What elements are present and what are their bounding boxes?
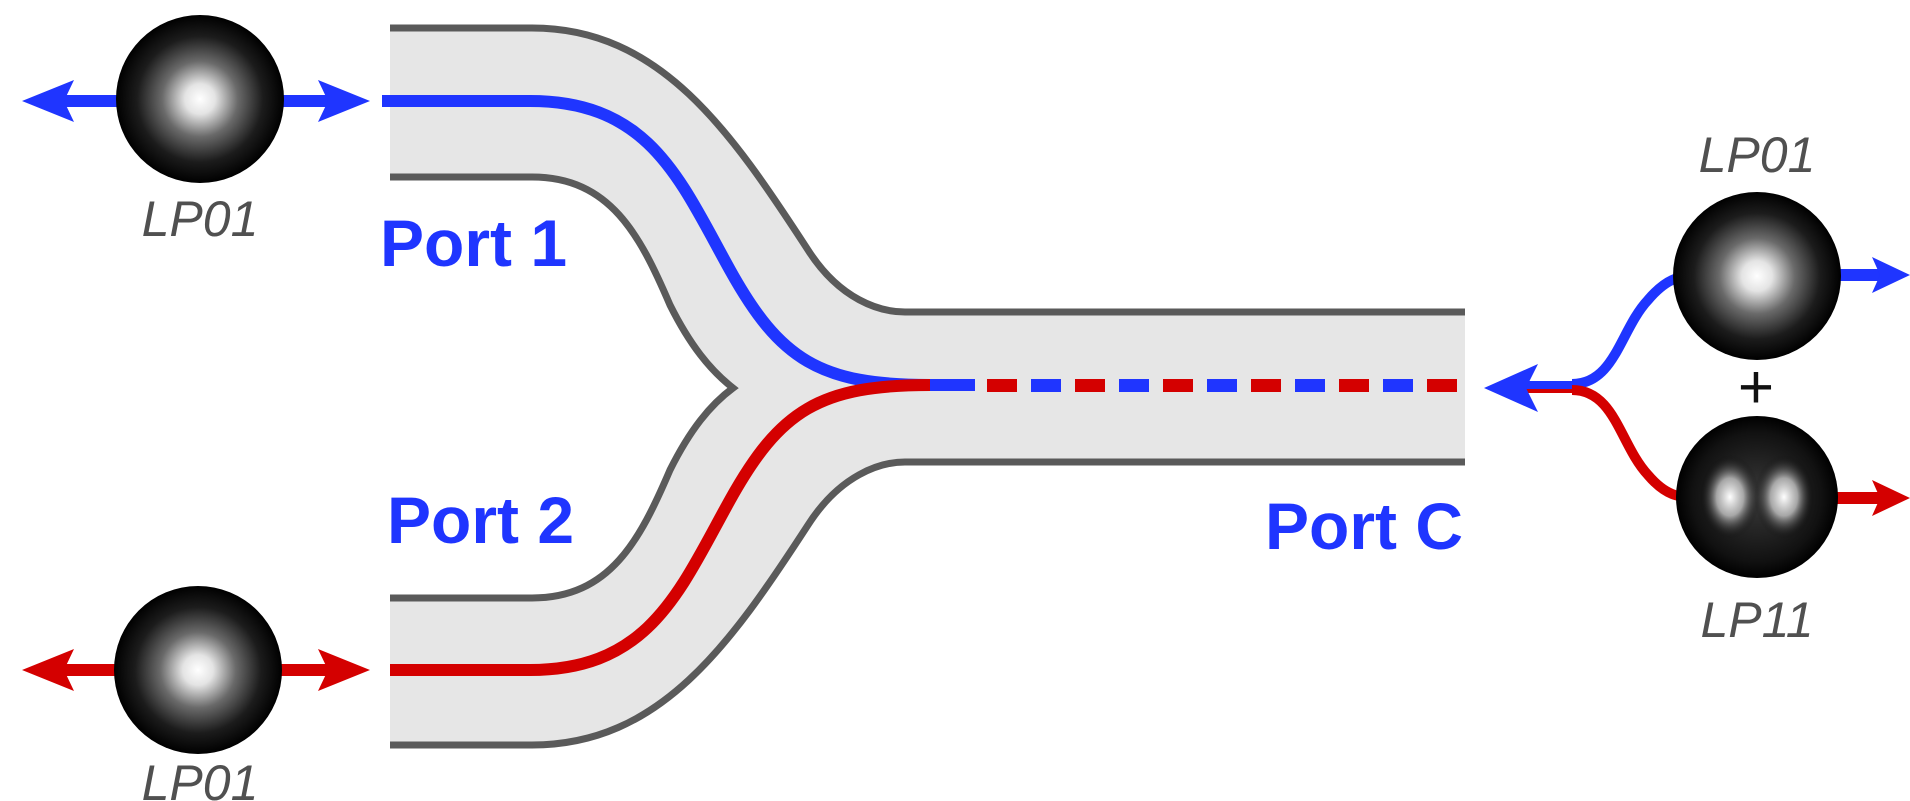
dashed-combined-path xyxy=(987,379,1457,392)
blue-path xyxy=(382,95,975,391)
mode-label-top-left: LP01 xyxy=(142,191,259,247)
right-mode-decomposition: + LP01 LP11 xyxy=(1484,127,1910,648)
bottom-left-mode: LP01 xyxy=(22,586,370,801)
dash-blue xyxy=(1383,379,1413,392)
mode-label-bottom-left: LP01 xyxy=(142,755,259,801)
waveguide-outline-bottom-outer xyxy=(390,458,1465,749)
dash-red xyxy=(1339,379,1369,392)
port-1-label: Port 1 xyxy=(380,206,567,280)
waveguide-outline-top-inner xyxy=(390,173,739,602)
arrow-left-icon xyxy=(1484,364,1578,412)
mode-label-right-bottom: LP11 xyxy=(1700,592,1813,648)
plus-sign: + xyxy=(1738,353,1774,422)
dash-blue xyxy=(1119,379,1149,392)
single-lobe-mode-icon xyxy=(1673,192,1841,360)
waveguide-outline-top-outer xyxy=(390,24,1465,316)
dash-blue xyxy=(1295,379,1325,392)
dash-red xyxy=(1075,379,1105,392)
two-lobe-mode-icon xyxy=(1676,416,1838,578)
arrow-right-icon xyxy=(1830,257,1910,293)
port-c-label: Port C xyxy=(1265,489,1463,563)
dash-red xyxy=(987,379,1017,392)
mode-label-right-top: LP01 xyxy=(1699,127,1816,183)
red-path xyxy=(390,379,931,676)
single-lobe-mode-icon xyxy=(114,586,282,754)
single-lobe-mode-icon xyxy=(116,15,284,183)
dash-red xyxy=(1163,379,1193,392)
dash-blue xyxy=(1031,379,1061,392)
dash-red xyxy=(1251,379,1281,392)
light-paths xyxy=(382,95,1457,676)
port-2-label: Port 2 xyxy=(387,483,574,557)
dash-blue xyxy=(1207,379,1237,392)
dash-red xyxy=(1427,379,1457,392)
arrow-right-icon xyxy=(1830,480,1910,516)
top-left-mode: LP01 xyxy=(22,15,370,247)
